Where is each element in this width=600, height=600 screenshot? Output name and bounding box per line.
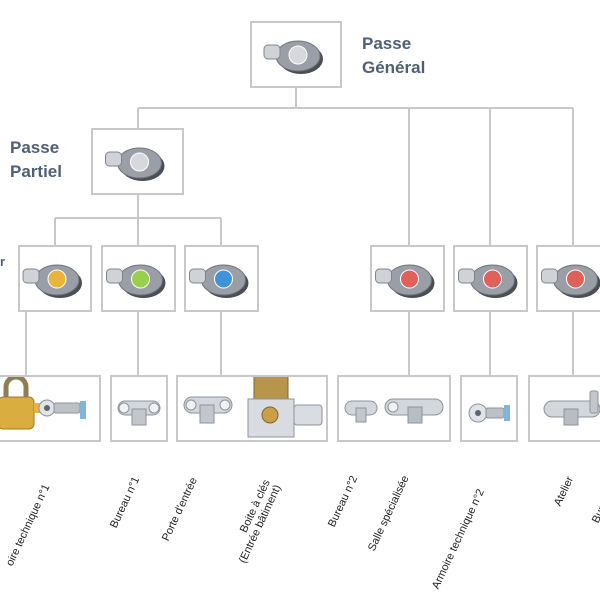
key-fob-shape	[541, 264, 600, 298]
passe-partiel-title: Passe Partiel	[10, 136, 62, 184]
cam-lock-icon	[468, 403, 510, 423]
key-green-icon	[106, 264, 166, 298]
key-green-node[interactable]	[101, 245, 176, 312]
passe-general-line-2: Général	[362, 58, 426, 77]
passe-partiel-line-2: Partiel	[10, 162, 62, 181]
passe-general-title: Passe Général	[362, 32, 425, 80]
locks-armoire-2-node[interactable]	[460, 375, 518, 442]
cylinder-and-key-box-icon	[183, 377, 323, 438]
key-red-1-icon	[375, 264, 435, 298]
key-yellow-node[interactable]	[18, 245, 92, 312]
euro-cylinder-icon	[117, 400, 161, 426]
locks-atelier-node[interactable]	[528, 375, 600, 442]
key-red-3-node[interactable]	[536, 245, 600, 312]
key-general-icon	[263, 40, 323, 74]
passe-general-line-1: Passe	[362, 34, 412, 53]
passe-partiel-line-1: Passe	[10, 138, 60, 157]
cut-left-title: r	[0, 254, 6, 269]
locks-bureau-1-node[interactable]	[110, 375, 168, 442]
key-yellow-icon	[22, 264, 82, 298]
padlock-and-cam-lock-icon	[0, 377, 86, 430]
key-blue-node[interactable]	[184, 245, 259, 312]
key-red-2-node[interactable]	[453, 245, 528, 312]
key-fob-shape	[106, 264, 166, 298]
key-fob-shape	[263, 40, 323, 74]
key-fob-shape	[189, 264, 249, 298]
key-red-3-icon	[541, 264, 600, 298]
key-general-node[interactable]	[250, 21, 342, 88]
key-fob-shape	[458, 264, 518, 298]
key-red-2-icon	[458, 264, 518, 298]
key-fob-shape	[375, 264, 435, 298]
key-red-1-node[interactable]	[370, 245, 445, 312]
locks-bureau-2-salle-node[interactable]	[337, 375, 451, 442]
locks-armoire-1-node[interactable]	[0, 375, 101, 442]
key-partiel-node[interactable]	[91, 128, 184, 195]
two-cylinders-icon	[344, 398, 444, 424]
key-partiel-icon	[105, 147, 165, 181]
key-fob-shape	[22, 264, 82, 298]
thumb-cylinder-icon	[543, 390, 600, 426]
key-fob-shape	[105, 147, 165, 181]
key-blue-icon	[189, 264, 249, 298]
locks-porte-entree-node[interactable]	[176, 375, 328, 442]
